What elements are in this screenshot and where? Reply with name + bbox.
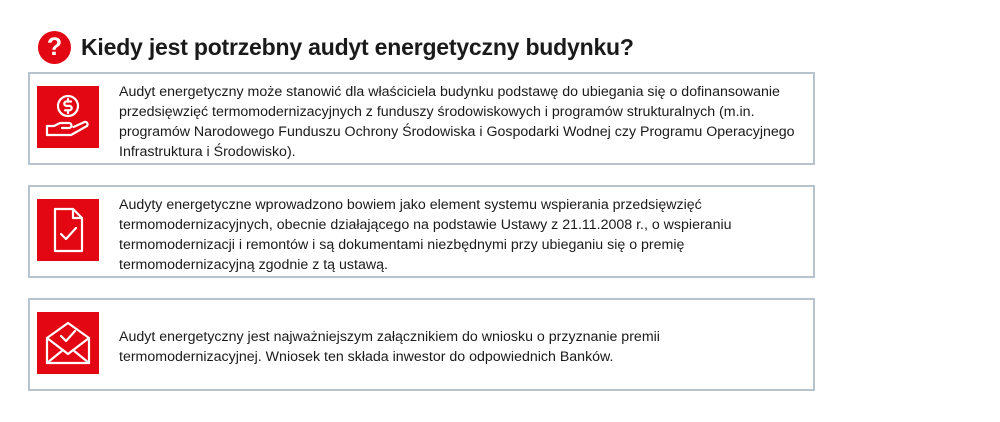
info-card-application: Audyt energetyczny jest najważniejszym z… (28, 298, 815, 391)
info-card-legal: Audyty energetyczne wprowadzono bowiem j… (28, 185, 815, 278)
card-text: Audyt energetyczny jest najważniejszym z… (119, 329, 660, 365)
card-text: Audyty energetyczne wprowadzono bowiem j… (119, 197, 732, 273)
card-text: Audyt energetyczny może stanowić dla wła… (119, 84, 795, 160)
envelope-check-icon (37, 312, 99, 374)
document-check-icon (37, 199, 99, 261)
header: ? Kiedy jest potrzebny audyt energetyczn… (38, 31, 634, 64)
money-hand-icon (37, 86, 99, 148)
question-icon: ? (38, 31, 71, 64)
page-title: Kiedy jest potrzebny audyt energetyczny … (81, 34, 634, 60)
info-card-funding: Audyt energetyczny może stanowić dla wła… (28, 72, 815, 165)
